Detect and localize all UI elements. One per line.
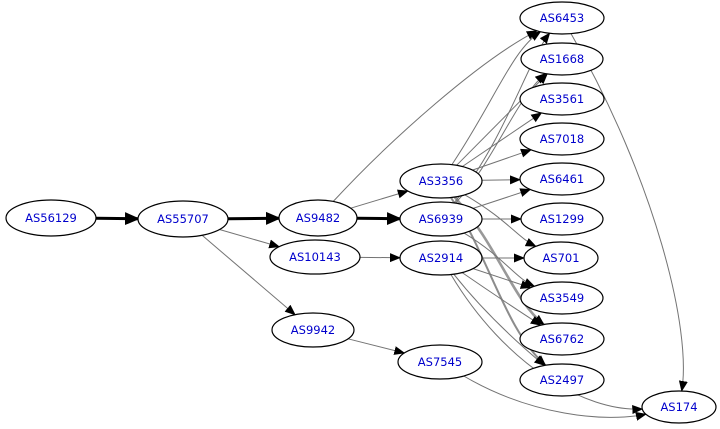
edge-AS55707-AS10143 bbox=[219, 229, 281, 249]
node-label-AS6453[interactable]: AS6453 bbox=[540, 11, 584, 25]
node-label-AS6461[interactable]: AS6461 bbox=[540, 172, 584, 186]
node-ellipse-AS9942 bbox=[271, 312, 355, 348]
edge-AS9482-AS3356 bbox=[350, 189, 409, 209]
node-label-AS1668[interactable]: AS1668 bbox=[540, 52, 584, 66]
node-ellipse-AS9482 bbox=[278, 199, 358, 237]
node-label-AS3561[interactable]: AS3561 bbox=[540, 92, 584, 106]
node-label-AS2914[interactable]: AS2914 bbox=[419, 251, 463, 265]
node-ellipse-AS701 bbox=[523, 241, 599, 275]
node-AS3549[interactable]: AS3549 bbox=[520, 281, 604, 315]
edge-AS9482-AS6453 bbox=[332, 30, 538, 202]
node-label-AS56129[interactable]: AS56129 bbox=[25, 211, 77, 225]
node-label-AS1299[interactable]: AS1299 bbox=[540, 212, 584, 226]
node-AS6453[interactable]: AS6453 bbox=[519, 1, 605, 35]
node-ellipse-AS6461 bbox=[519, 162, 605, 196]
node-ellipse-AS55707 bbox=[137, 200, 229, 238]
node-AS2497[interactable]: AS2497 bbox=[519, 363, 605, 397]
node-AS10143[interactable]: AS10143 bbox=[269, 239, 361, 275]
node-label-AS9942[interactable]: AS9942 bbox=[291, 323, 335, 337]
node-label-AS55707[interactable]: AS55707 bbox=[157, 212, 209, 226]
node-ellipse-AS3549 bbox=[520, 281, 604, 315]
node-AS56129[interactable]: AS56129 bbox=[5, 199, 97, 237]
node-ellipse-AS56129 bbox=[5, 199, 97, 237]
node-ellipse-AS6939 bbox=[399, 201, 483, 237]
edges-layer bbox=[95, 30, 688, 421]
node-AS9942[interactable]: AS9942 bbox=[271, 312, 355, 348]
node-ellipse-AS3356 bbox=[399, 163, 483, 199]
node-AS9482[interactable]: AS9482 bbox=[278, 199, 358, 237]
node-AS3356[interactable]: AS3356 bbox=[399, 163, 483, 199]
node-AS7545[interactable]: AS7545 bbox=[397, 344, 483, 380]
node-AS6762[interactable]: AS6762 bbox=[519, 322, 605, 356]
edge-AS3356-AS6461 bbox=[481, 175, 521, 185]
edge-AS9942-AS7545 bbox=[347, 338, 406, 355]
node-label-AS7545[interactable]: AS7545 bbox=[418, 355, 462, 369]
node-label-AS3356[interactable]: AS3356 bbox=[419, 174, 463, 188]
node-label-AS2497[interactable]: AS2497 bbox=[540, 373, 584, 387]
node-label-AS9482[interactable]: AS9482 bbox=[296, 211, 340, 225]
edge-AS2914-AS2497 bbox=[453, 273, 546, 367]
node-AS6939[interactable]: AS6939 bbox=[399, 201, 483, 237]
node-ellipse-AS6762 bbox=[519, 322, 605, 356]
edge-AS55707-AS9942 bbox=[201, 234, 296, 316]
node-ellipse-AS3561 bbox=[519, 82, 605, 116]
edge-AS3356-AS7018 bbox=[472, 148, 532, 171]
node-label-AS6762[interactable]: AS6762 bbox=[540, 332, 584, 346]
edge-AS3356-AS3561 bbox=[462, 112, 543, 167]
node-AS2914[interactable]: AS2914 bbox=[399, 240, 483, 276]
node-label-AS7018[interactable]: AS7018 bbox=[540, 132, 584, 146]
node-ellipse-AS7545 bbox=[397, 344, 483, 380]
node-ellipse-AS10143 bbox=[269, 239, 361, 275]
node-ellipse-AS174 bbox=[641, 390, 717, 424]
node-AS701[interactable]: AS701 bbox=[523, 241, 599, 275]
edge-AS6939-AS6461 bbox=[472, 188, 532, 209]
node-AS55707[interactable]: AS55707 bbox=[137, 200, 229, 238]
node-label-AS701[interactable]: AS701 bbox=[542, 251, 579, 265]
node-label-AS3549[interactable]: AS3549 bbox=[540, 291, 584, 305]
node-AS6461[interactable]: AS6461 bbox=[519, 162, 605, 196]
edge-AS3356-AS6453 bbox=[451, 31, 542, 165]
node-AS3561[interactable]: AS3561 bbox=[519, 82, 605, 116]
edge-AS6453-AS174 bbox=[570, 33, 688, 392]
node-label-AS10143[interactable]: AS10143 bbox=[289, 250, 341, 264]
node-AS1668[interactable]: AS1668 bbox=[520, 42, 604, 76]
edge-AS3356-AS701 bbox=[464, 194, 537, 247]
node-label-AS174[interactable]: AS174 bbox=[660, 400, 697, 414]
node-ellipse-AS6453 bbox=[519, 1, 605, 35]
node-AS7018[interactable]: AS7018 bbox=[519, 122, 605, 156]
node-AS174[interactable]: AS174 bbox=[641, 390, 717, 424]
node-ellipse-AS1668 bbox=[520, 42, 604, 76]
node-label-AS6939[interactable]: AS6939 bbox=[419, 212, 463, 226]
node-ellipse-AS2914 bbox=[399, 240, 483, 276]
node-ellipse-AS1299 bbox=[520, 202, 604, 236]
node-ellipse-AS2497 bbox=[519, 363, 605, 397]
node-AS1299[interactable]: AS1299 bbox=[520, 202, 604, 236]
edge-AS2914-AS6762 bbox=[461, 272, 542, 326]
edge-AS2914-AS3549 bbox=[472, 268, 532, 289]
edge-AS7545-AS174 bbox=[463, 375, 647, 421]
node-ellipse-AS7018 bbox=[519, 122, 605, 156]
